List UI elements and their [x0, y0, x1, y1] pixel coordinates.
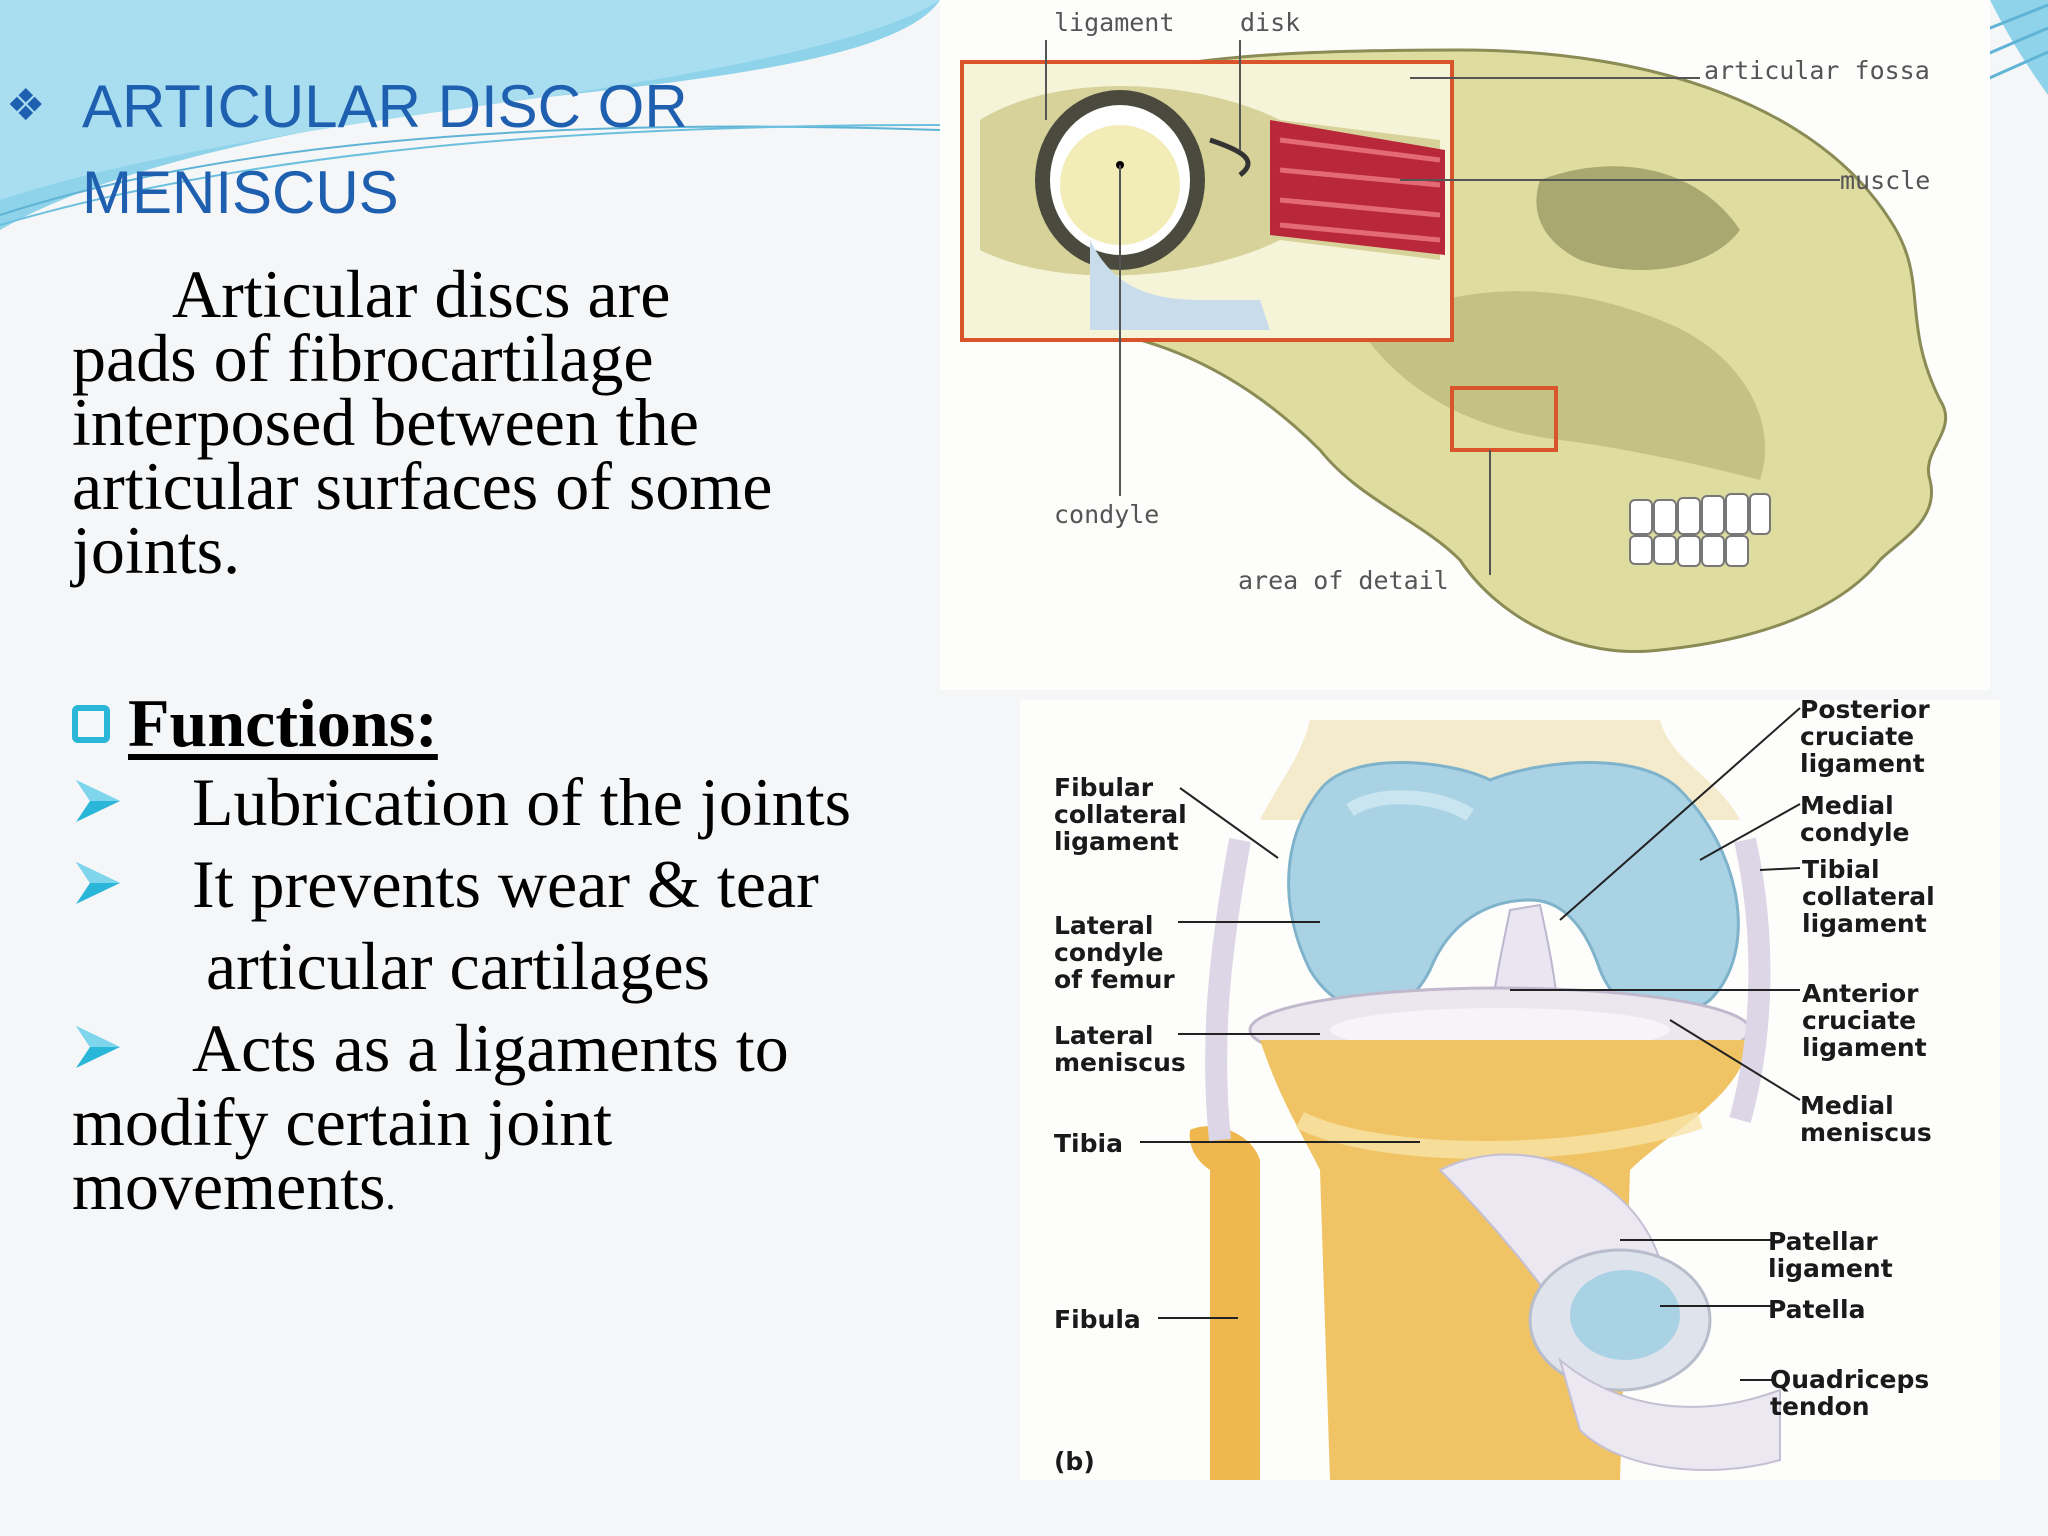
- arrow-bullet-icon: [76, 862, 120, 904]
- label-muscle: muscle: [1840, 166, 1931, 195]
- label-lateral-meniscus: Lateral meniscus: [1054, 1021, 1186, 1077]
- arrow-bullet-icon: [76, 1026, 120, 1068]
- function-item-3-end: movements.: [72, 1150, 396, 1232]
- functions-heading: Functions:: [72, 684, 438, 763]
- checkbox-bullet-icon: [72, 705, 110, 744]
- label-fibula: Fibula: [1054, 1305, 1141, 1334]
- label-tibia: Tibia: [1054, 1129, 1123, 1158]
- function-item-2: It prevents wear & tear: [192, 846, 819, 922]
- label-panel-b: (b): [1054, 1447, 1095, 1476]
- slide-title-line-1: ARTICULAR DISC OR: [82, 73, 688, 140]
- label-posterior-cruciate-ligament: Posterior cruciate ligament: [1800, 695, 1930, 778]
- knee-joint-illustration: [1020, 700, 2000, 1480]
- label-medial-meniscus: Medial meniscus: [1800, 1091, 1932, 1147]
- body-line-1: Articular discs are: [172, 256, 671, 332]
- body-line-2: pads of fibrocartilage: [72, 320, 654, 396]
- label-tibial-collateral-ligament: Tibial collateral ligament: [1802, 855, 1935, 938]
- header-wave-decoration: [0, 0, 2048, 230]
- function-item-1: Lubrication of the joints: [192, 764, 852, 840]
- label-anterior-cruciate-ligament: Anterior cruciate ligament: [1802, 979, 1927, 1062]
- tmj-skull-illustration: [940, 0, 1990, 690]
- label-quadriceps-tendon: Quadriceps tendon: [1770, 1365, 1930, 1421]
- label-lateral-condyle-of-femur: Lateral condyle of femur: [1054, 911, 1175, 994]
- label-disk: disk: [1240, 8, 1301, 37]
- slide-title-line-2: MENISCUS: [82, 159, 399, 226]
- label-condyle: condyle: [1054, 500, 1160, 529]
- function-item-3: Acts as a ligaments to: [192, 1010, 789, 1086]
- function-item-3-end-text: movements: [72, 1148, 386, 1224]
- body-line-5: joints.: [72, 512, 241, 588]
- label-fibular-collateral-ligament: Fibular collateral ligament: [1054, 773, 1187, 856]
- functions-heading-text: Functions:: [128, 685, 438, 761]
- final-period: .: [385, 1173, 396, 1218]
- label-patellar-ligament: Patellar ligament: [1768, 1227, 1893, 1283]
- label-ligament: ligament: [1054, 8, 1175, 37]
- label-patella: Patella: [1768, 1295, 1866, 1324]
- label-area-of-detail: area of detail: [1238, 566, 1449, 595]
- title-diamond-bullet-icon: ❖: [6, 80, 46, 131]
- body-line-3: interposed between the: [72, 384, 699, 460]
- label-articular-fossa: articular fossa: [1704, 56, 1930, 85]
- label-medial-condyle: Medial condyle: [1800, 791, 1910, 847]
- arrow-bullet-icon: [76, 780, 120, 822]
- function-item-2-cont: articular cartilages: [206, 928, 711, 1004]
- body-line-4: articular surfaces of some: [72, 448, 773, 524]
- function-item-3-cont: modify certain joint: [72, 1084, 613, 1160]
